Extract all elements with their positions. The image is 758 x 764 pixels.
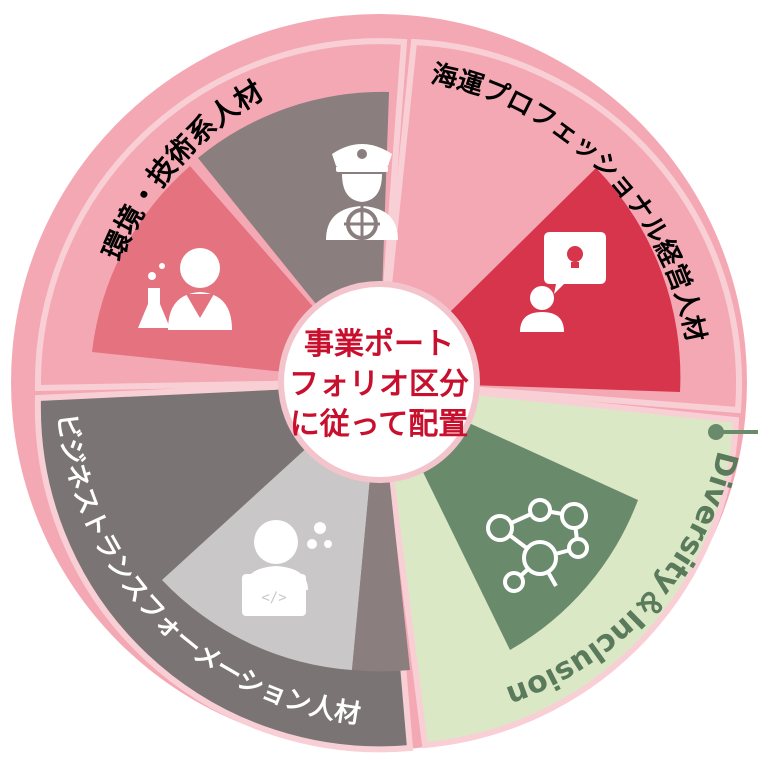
svg-text:</>: </>	[261, 590, 286, 606]
center-line-3: に従って配置	[290, 407, 469, 442]
scientist-icon	[138, 248, 232, 330]
connector-dot	[708, 424, 724, 440]
idea-person-icon	[520, 232, 606, 332]
ship-captain-icon	[326, 144, 398, 240]
center-line-1: 事業ポート	[304, 327, 454, 362]
center-line-2: フォリオ区分	[289, 367, 469, 402]
developer-icon: </>	[242, 520, 332, 616]
wedge-digital-taupe	[352, 382, 410, 672]
network-people-icon	[486, 498, 589, 593]
center-hub	[278, 281, 480, 483]
